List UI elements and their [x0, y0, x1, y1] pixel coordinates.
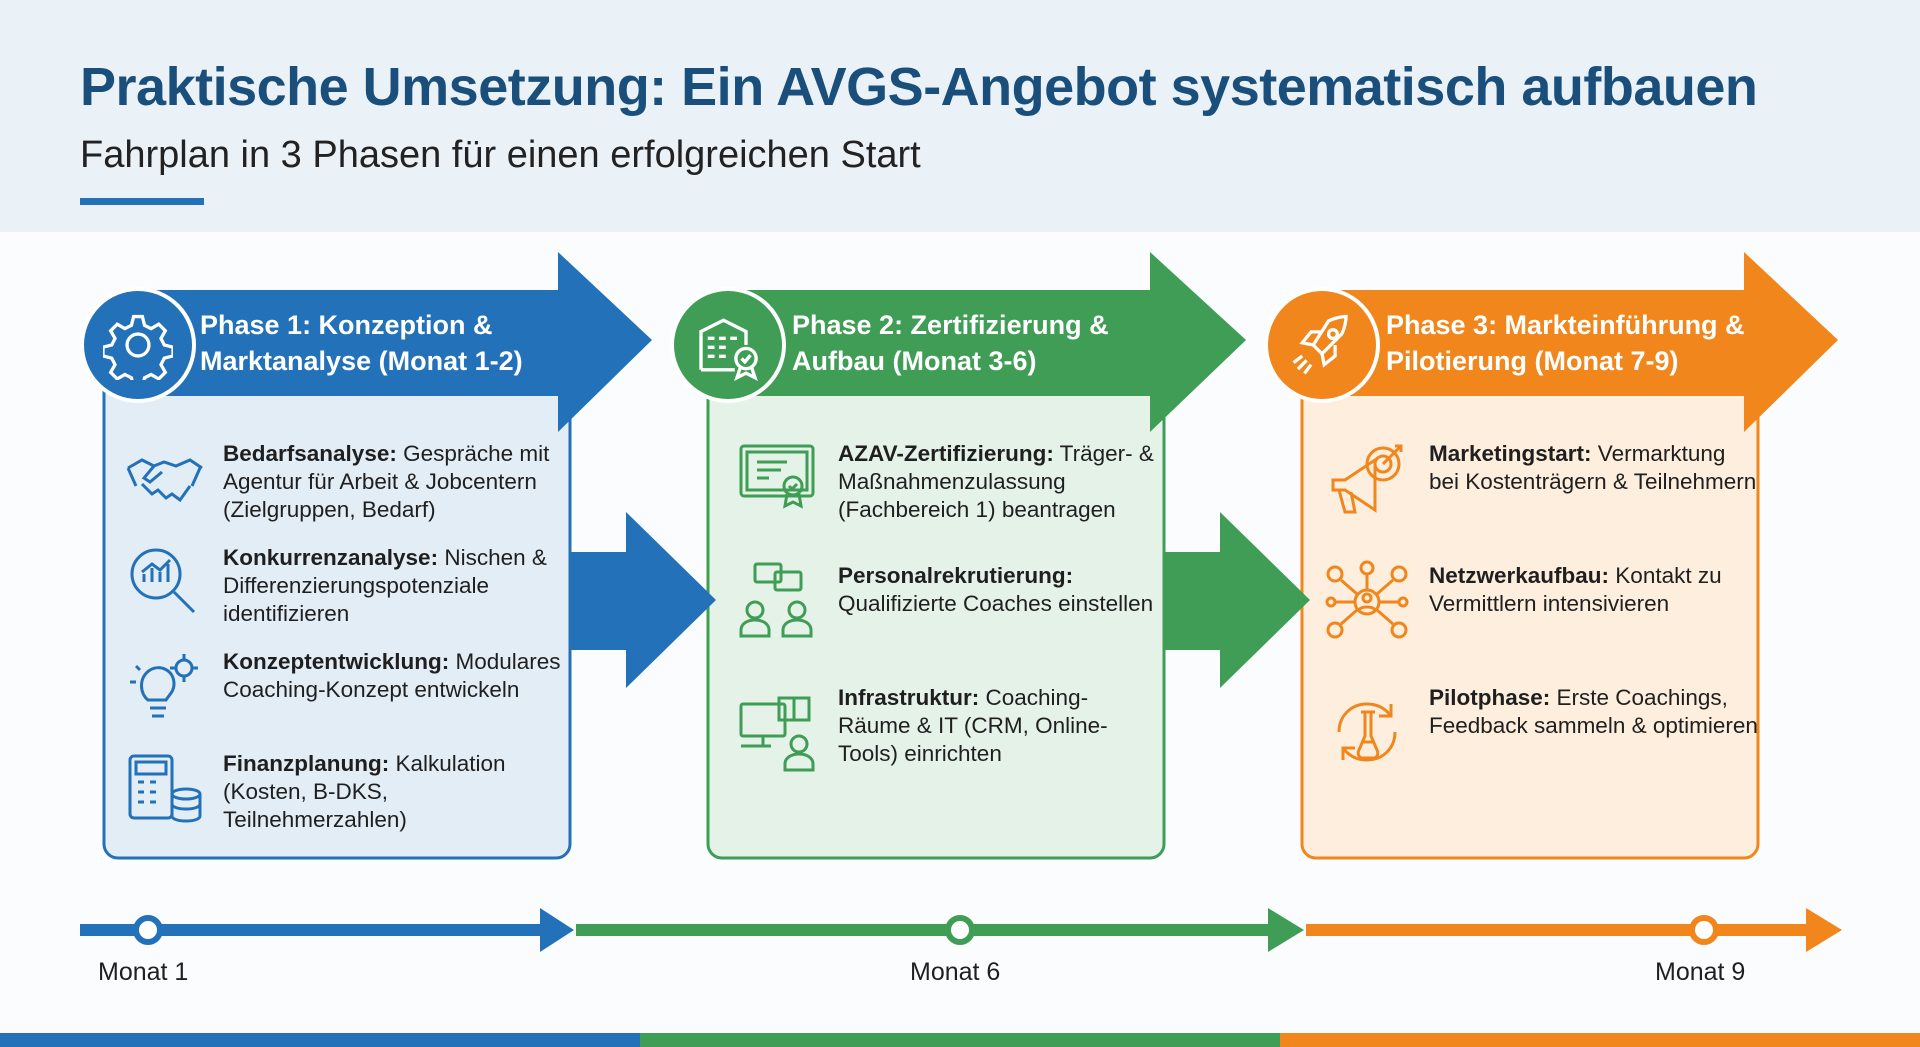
connector-arrow-2	[1164, 512, 1310, 688]
phase-3-title: Phase 3: Markteinführung & Pilotierung (…	[1386, 310, 1745, 376]
bottom-bar-green	[640, 1033, 1280, 1047]
phase-3-item-3: Pilotphase: Erste Coachings, Feedback sa…	[1429, 685, 1758, 738]
phase-2-title: Phase 2: Zertifizierung & Aufbau (Monat …	[792, 310, 1109, 376]
header-band	[0, 0, 1920, 232]
phase-2-item-2: Personalrekrutierung: Qualifizierte Coac…	[838, 563, 1154, 616]
phase-3-item-2: Netzwerkaufbau: Kontakt zu Vermittlern i…	[1429, 563, 1722, 616]
timeline-label-month-9: Monat 9	[1655, 958, 1746, 986]
page-title: Praktische Umsetzung: Ein AVGS-Angebot s…	[80, 57, 1758, 117]
phase-1-item-2: Konkurrenzanalyse: Nischen & Differenzie…	[223, 545, 547, 626]
handshake-icon	[126, 458, 203, 503]
cycle-flask-icon	[1337, 702, 1397, 762]
phase-3-icon-circle	[1264, 287, 1380, 403]
computer-room-icon	[739, 696, 815, 772]
timeline-label-month-1: Monat 1	[98, 958, 189, 986]
phase-1-item-4: Finanzplanung: Kalkulation (Kosten, B-DK…	[223, 751, 506, 832]
timeline-segment-3	[1306, 908, 1842, 952]
phase-1-header-arrow	[142, 252, 652, 432]
megaphone-target-icon	[1331, 444, 1403, 514]
phase-2-header-arrow	[732, 252, 1246, 432]
timeline-marker-2	[945, 915, 975, 945]
page-subtitle: Fahrplan in 3 Phasen für einen erfolgrei…	[80, 134, 921, 176]
timeline-label-month-6: Monat 6	[910, 958, 1001, 986]
magnifier-chart-icon	[130, 548, 196, 614]
bottom-bar-blue	[0, 1033, 640, 1047]
calculator-icon	[128, 754, 202, 823]
lightbulb-gear-icon	[130, 654, 198, 718]
certificate-icon	[739, 444, 815, 509]
phase-1-icon-circle	[80, 287, 196, 403]
phase-2-item-1: AZAV-Zertifizierung: Träger- & Maßnahmen…	[838, 441, 1154, 522]
timeline-marker-3	[1689, 915, 1719, 945]
phase-3-item-1: Marketingstart: Vermarktung bei Kostentr…	[1429, 441, 1757, 494]
phase-1-item-1: Bedarfsanalyse: Gespräche mit Agentur fü…	[223, 441, 550, 522]
timeline-segment-1	[80, 908, 574, 952]
phase-3-header-arrow	[1326, 252, 1838, 432]
timeline-marker-1	[133, 915, 163, 945]
title-underline	[80, 198, 204, 205]
network-icon	[1325, 560, 1409, 639]
gear-icon	[103, 314, 173, 380]
people-chat-icon	[739, 562, 813, 638]
timeline-segment-2	[576, 908, 1304, 952]
bottom-bar-orange	[1280, 1033, 1920, 1047]
phase-2-item-3: Infrastruktur: Coaching-Räume & IT (CRM,…	[838, 685, 1108, 766]
phase-1-item-3: Konzeptentwicklung: Modulares Coaching-K…	[223, 649, 561, 702]
phase-2-icon-circle	[670, 287, 786, 403]
connector-arrow-1	[570, 512, 716, 688]
building-certificate-icon	[699, 318, 758, 381]
rocket-icon	[1292, 314, 1348, 375]
phase-1-title: Phase 1: Konzeption & Marktanalyse (Mona…	[200, 310, 523, 376]
